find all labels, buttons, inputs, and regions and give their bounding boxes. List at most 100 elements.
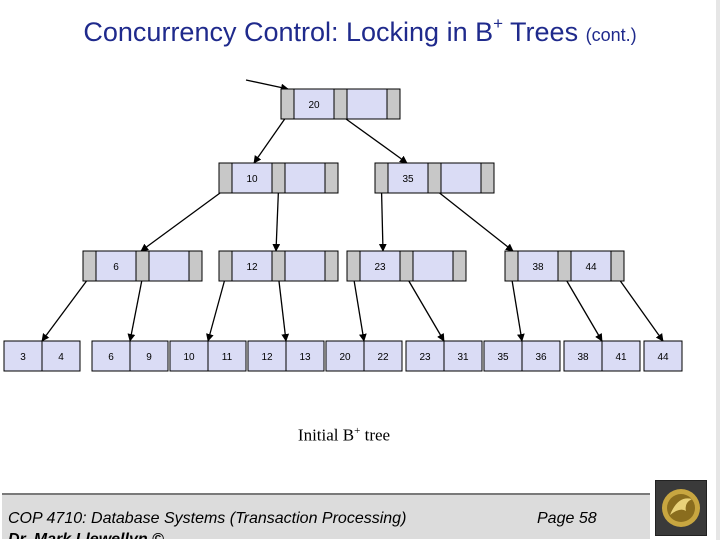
pointer-cell (427, 162, 442, 194)
pointer-cell (135, 250, 150, 282)
key-cell (284, 250, 326, 282)
diagram-caption: Initial B+ tree (297, 425, 391, 445)
leaf-key-label: 22 (377, 352, 389, 363)
leaf-key-label: 44 (657, 352, 669, 363)
edge-n12-leaf3 (206, 276, 227, 342)
pointer-cell (346, 250, 361, 282)
leaf-key-label: 41 (615, 352, 627, 363)
edge-n35-n23 (378, 188, 387, 252)
key-cell (440, 162, 482, 194)
leaf-key-label: 20 (339, 352, 351, 363)
internal-node-n23: 23 (346, 250, 467, 282)
pointer-cell (452, 250, 467, 282)
leaf-node-3: 10 11 (169, 340, 247, 372)
edge-n38-leaf8 (563, 276, 603, 342)
edge-n23-leaf5 (352, 276, 367, 342)
footer-page-number: Page 58 (537, 510, 597, 527)
leaf-key-label: 31 (457, 352, 469, 363)
leaf-key-label: 10 (183, 352, 195, 363)
leaf-key-cell (41, 340, 81, 372)
key-label: 38 (532, 262, 544, 273)
internal-node-n38: 38 44 (504, 250, 625, 282)
pointer-cell (218, 250, 233, 282)
leaf-key-label: 13 (299, 352, 311, 363)
key-label: 20 (308, 100, 320, 111)
pegasus-logo-icon (662, 489, 700, 527)
leaf-key-label: 36 (535, 352, 547, 363)
footer-band: COP 4710: Database Systems (Transaction … (2, 493, 650, 539)
leaf-key-label: 6 (108, 352, 114, 363)
pointer-cell (557, 250, 572, 282)
key-label: 12 (246, 262, 258, 273)
edge-root-n10 (253, 114, 289, 164)
leaf-node-4: 12 13 (247, 340, 325, 372)
key-label: 44 (585, 262, 597, 273)
pointer-cell (324, 162, 339, 194)
pointer-cell (82, 250, 97, 282)
pointer-cell (271, 162, 286, 194)
slide-right-border (716, 0, 720, 540)
leaf-key-label: 3 (20, 352, 26, 363)
leaf-node-9: 44 (643, 340, 683, 372)
pointer-cell (386, 88, 401, 120)
leaf-key-cell (643, 340, 683, 372)
leaf-key-cell (405, 340, 445, 372)
university-logo (655, 480, 707, 536)
leaf-key-cell (247, 340, 287, 372)
edge-n12-leaf4 (277, 276, 290, 342)
key-label: 10 (246, 174, 258, 185)
tree-edges (41, 79, 664, 342)
internal-node-n10: 10 (218, 162, 339, 194)
pointer-cell (399, 250, 414, 282)
key-cell (284, 162, 326, 194)
pointer-cell (188, 250, 203, 282)
key-cell (293, 88, 335, 120)
edge-root-n35 (340, 114, 408, 164)
leaf-key-cell (285, 340, 325, 372)
edge-n10-n12 (272, 188, 281, 252)
key-cell (148, 250, 190, 282)
leaf-key-label: 11 (222, 352, 233, 363)
key-cell (412, 250, 454, 282)
pointer-cell (324, 250, 339, 282)
leaf-key-cell (207, 340, 247, 372)
edge-n10-n6 (140, 188, 226, 252)
footer-author: Dr. Mark Llewellyn © (8, 531, 164, 539)
edge-n38-leaf9 (616, 276, 664, 342)
edge-n23-leaf6 (405, 276, 445, 342)
leaf-key-label: 9 (146, 352, 152, 363)
leaf-key-cell (3, 340, 43, 372)
internal-node-n12: 12 (218, 250, 339, 282)
pointer-cell (333, 88, 348, 120)
edge-n6-leaf2 (127, 276, 144, 342)
leaf-key-cell (129, 340, 169, 372)
leaf-node-6: 23 31 (405, 340, 483, 372)
edge-n35-n38 (434, 188, 514, 252)
pointer-cell (271, 250, 286, 282)
pointer-cell (280, 88, 295, 120)
leaf-node-7: 35 36 (483, 340, 561, 372)
footer-course-title: COP 4710: Database Systems (Transaction … (8, 510, 407, 527)
internal-node-n6: 6 (82, 250, 203, 282)
edge-n6-leaf1 (41, 276, 91, 342)
internal-node-n35: 35 (374, 162, 495, 194)
leaf-key-cell (169, 340, 209, 372)
leaf-key-label: 12 (261, 352, 273, 363)
leaf-key-cell (521, 340, 561, 372)
pointer-cell (610, 250, 625, 282)
key-label: 6 (113, 262, 119, 273)
slide-title: Concurrency Control: Locking in B+ Trees… (83, 14, 637, 47)
key-cell (231, 162, 273, 194)
internal-node-root: 20 (280, 88, 401, 120)
pointer-cell (374, 162, 389, 194)
leaf-key-label: 23 (419, 352, 431, 363)
entry-pointer-arrow (245, 79, 289, 92)
edge-n38-leaf7 (510, 276, 525, 342)
leaf-key-cell (325, 340, 365, 372)
leaf-key-label: 35 (497, 352, 509, 363)
key-label: 35 (402, 174, 414, 185)
key-cell (346, 88, 388, 120)
